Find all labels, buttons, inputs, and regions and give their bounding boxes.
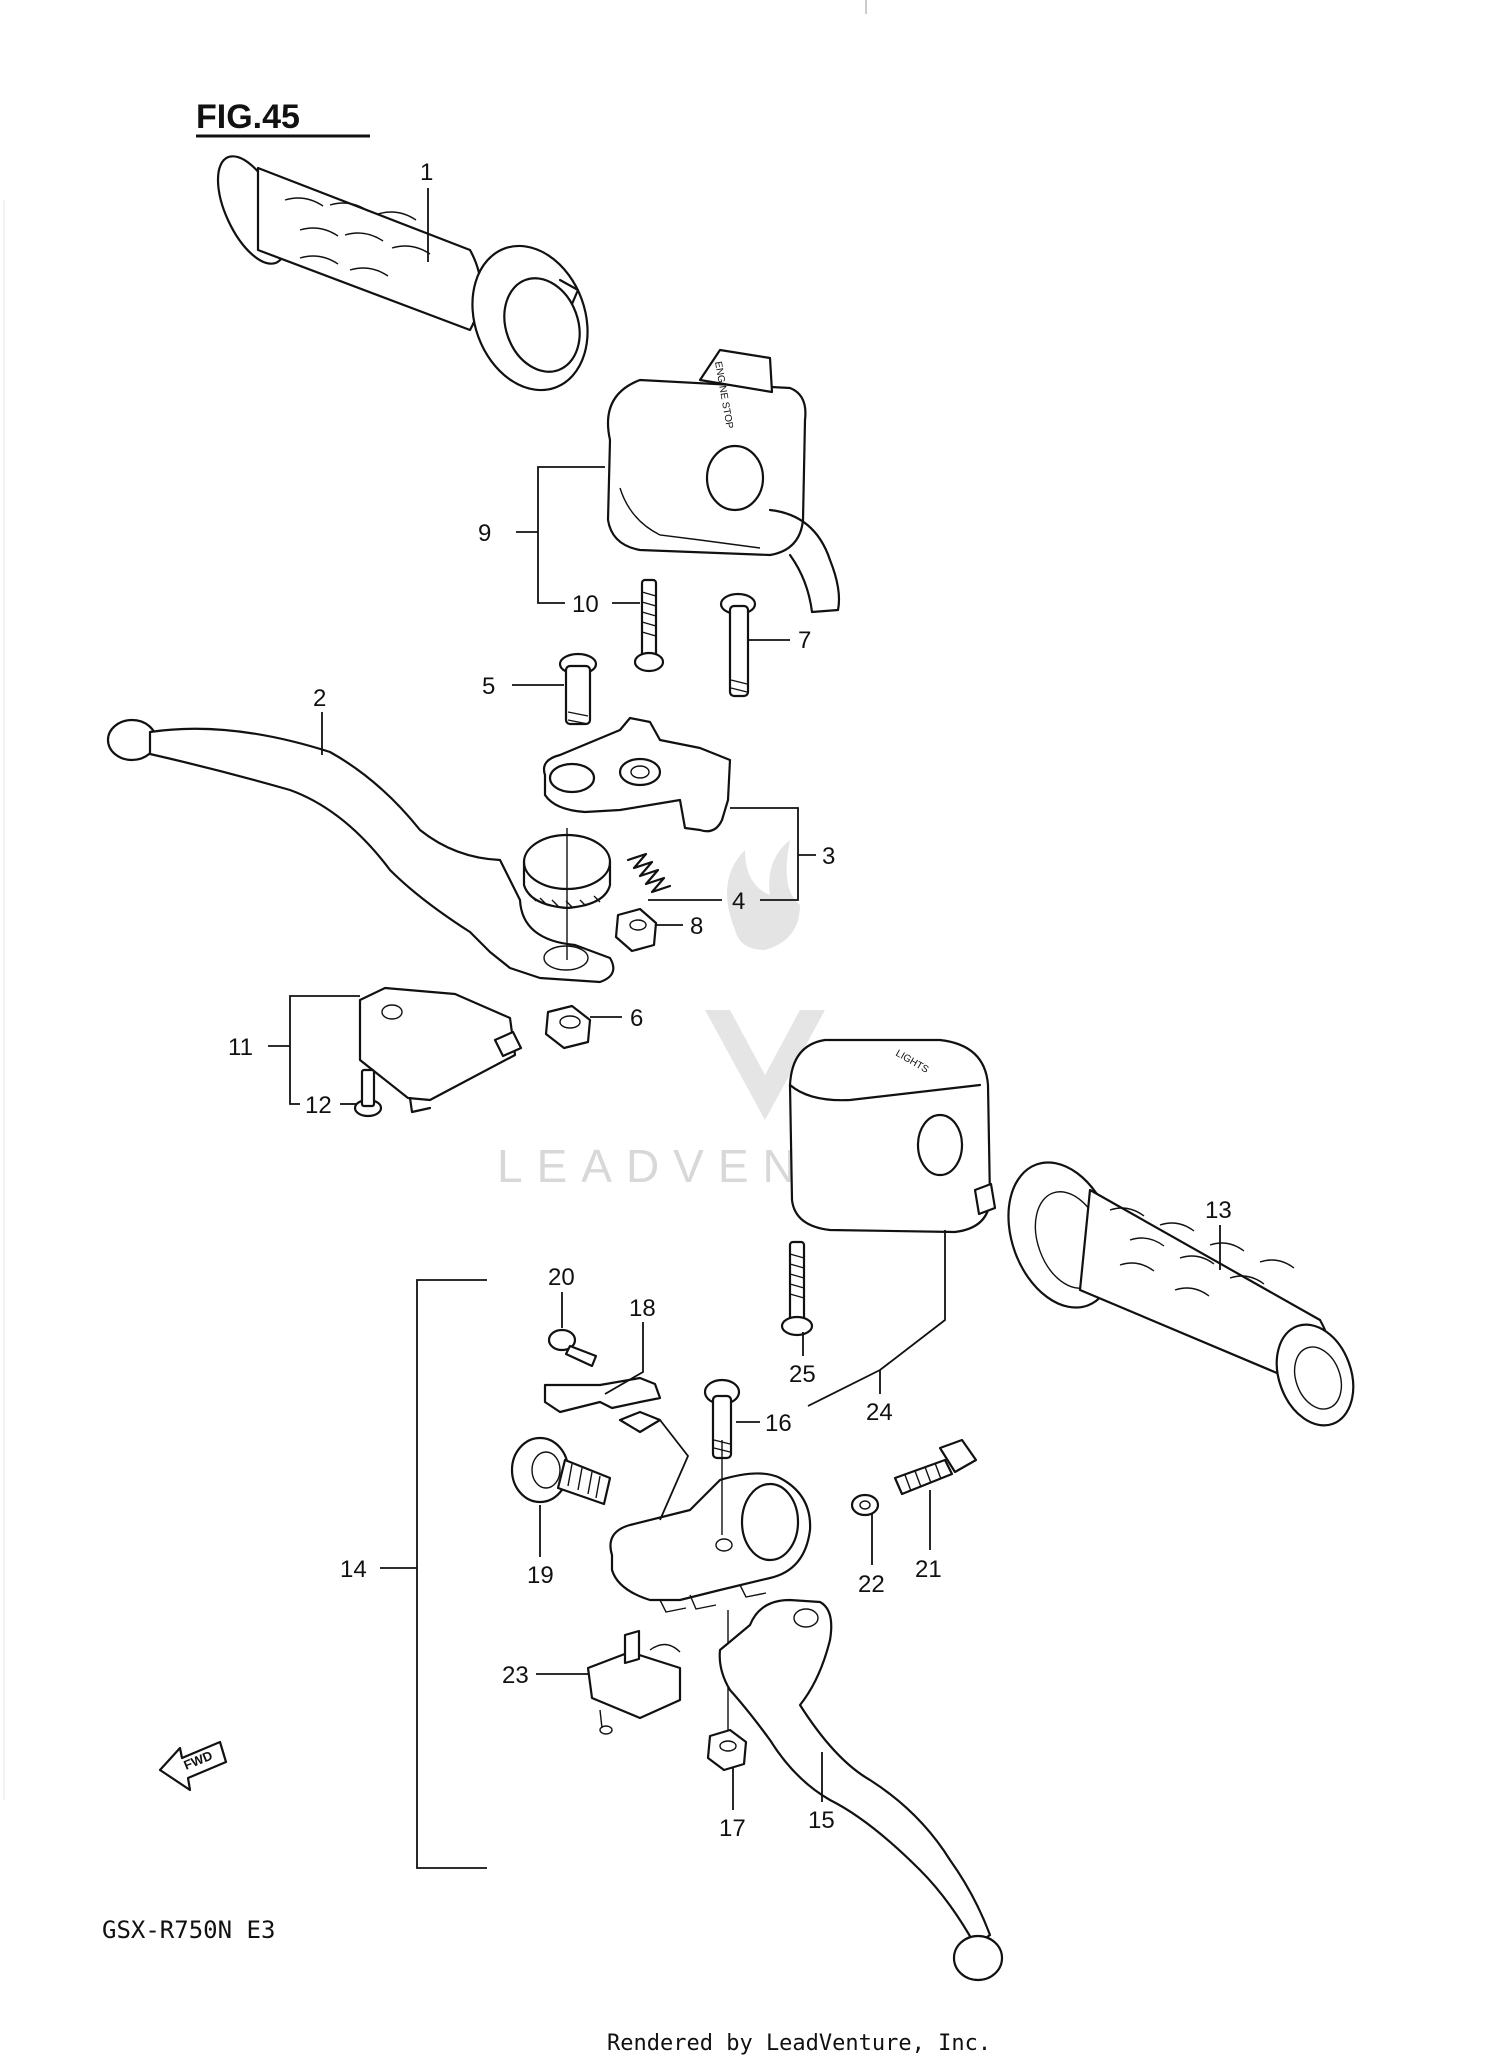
callout-2: 2 <box>313 685 326 712</box>
callout-6: 6 <box>630 1005 643 1032</box>
callout-19: 19 <box>527 1562 554 1589</box>
brake-switch-23 <box>586 1629 682 1735</box>
nut-8 <box>614 907 658 953</box>
callout-24: 24 <box>866 1399 893 1426</box>
callout-5: 5 <box>482 673 495 700</box>
callout-13: 13 <box>1205 1197 1232 1224</box>
right-switch-housing: LIGHTS <box>788 1038 997 1234</box>
scan-marks <box>3 0 867 1800</box>
callout-20: 20 <box>548 1264 575 1291</box>
right-grip <box>1007 1161 1355 1427</box>
clutch-switch-11 <box>358 986 523 1114</box>
callout-7: 7 <box>798 627 811 654</box>
screw-20 <box>547 1328 598 1368</box>
watermark-logo <box>705 840 825 1120</box>
callout-22: 22 <box>858 1571 885 1598</box>
bolt-16 <box>703 1378 741 1460</box>
callouts: 1 2 3 4 5 6 7 8 9 10 11 12 13 14 15 16 1… <box>228 159 1232 1842</box>
callout-15: 15 <box>808 1807 835 1834</box>
clutch-bracket <box>542 716 732 833</box>
left-switch-housing: ENGINE STOP <box>606 348 841 614</box>
fwd-arrow-icon: FWD <box>158 1740 228 1792</box>
washer-22 <box>850 1493 880 1517</box>
footer-credit: Rendered by LeadVenture, Inc. <box>607 2031 991 2056</box>
bolt-21 <box>893 1438 978 1496</box>
adjuster-19 <box>510 1436 612 1506</box>
callout-18: 18 <box>629 1295 656 1322</box>
callout-12: 12 <box>305 1092 332 1119</box>
leader-lines <box>268 188 1221 1869</box>
callout-11: 11 <box>228 1034 253 1061</box>
callout-14: 14 <box>340 1556 367 1583</box>
bolt-7 <box>719 592 757 698</box>
brake-holder <box>609 1440 812 1613</box>
callout-8: 8 <box>690 913 703 940</box>
callout-9: 9 <box>478 520 491 547</box>
clutch-lever <box>106 718 615 984</box>
brake-lever <box>718 1598 1004 1982</box>
figure-title: FIG.45 <box>196 98 300 136</box>
callout-21: 21 <box>915 1556 942 1583</box>
screw-25 <box>780 1240 814 1337</box>
callout-25: 25 <box>789 1361 816 1388</box>
spring-4 <box>626 852 672 894</box>
pivot-bolt-5 <box>558 652 598 726</box>
bracket-18 <box>543 1376 662 1434</box>
nut-6 <box>544 1004 592 1050</box>
callout-17: 17 <box>719 1815 746 1842</box>
screw-10 <box>633 578 665 673</box>
callout-23: 23 <box>502 1662 529 1689</box>
callout-3: 3 <box>822 843 835 870</box>
callout-16: 16 <box>765 1410 792 1437</box>
callout-4: 4 <box>732 888 745 915</box>
left-grip <box>216 155 589 392</box>
model-code: GSX-R750N E3 <box>102 1916 275 1944</box>
screw-12 <box>353 1068 383 1118</box>
callout-1: 1 <box>420 159 433 186</box>
callout-10: 10 <box>572 591 599 618</box>
